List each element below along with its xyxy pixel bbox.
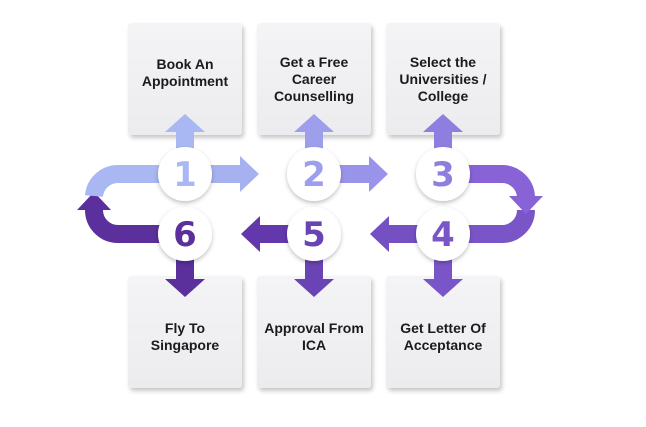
step-3-number: 3 (431, 155, 455, 195)
arrow-up-step-2 (294, 114, 334, 153)
step-6-circle: 6 (158, 207, 212, 261)
step-4-text-line-1: Get Letter Of (400, 320, 486, 336)
step-6-number: 6 (173, 215, 197, 255)
step-4-number: 4 (431, 215, 455, 255)
step-5-card: Approval From ICA (257, 276, 371, 388)
step-4-text-line-2: Acceptance (403, 337, 483, 353)
step-6-text-line-1: Fly To (164, 320, 206, 336)
arrow-up-step-1 (165, 114, 205, 153)
loop-right-arrowhead (509, 196, 543, 214)
step-4-card: Get Letter Of Acceptance (386, 276, 500, 388)
step-5-circle: 5 (287, 207, 341, 261)
step-2-text-line-3: Counselling (273, 88, 355, 104)
arrow-down-step-6 (165, 258, 205, 297)
step-3-text-line-1: Select the (409, 54, 477, 70)
step-4-circle: 4 (416, 207, 470, 261)
arrow-down-step-4 (423, 258, 463, 297)
step-3-text-line-3: College (417, 88, 469, 104)
arrow-left-5-to-6 (241, 216, 292, 252)
step-1-number: 1 (173, 155, 197, 195)
arrow-up-step-3 (423, 114, 463, 153)
step-5-text-line-1: Approval From (264, 320, 364, 336)
loop-left-6-to-1-upper (85, 164, 164, 198)
step-3-circle: 3 (416, 147, 470, 201)
step-1-circle: 1 (158, 147, 212, 201)
arrow-down-step-5 (294, 258, 334, 297)
step-1-text-line-2: Appointment (141, 73, 229, 89)
loop-left-arrowhead (77, 192, 111, 210)
step-3-text-line-2: Universities / (399, 71, 487, 87)
arrow-right-1-to-2 (208, 156, 259, 192)
step-2-number: 2 (302, 155, 326, 195)
loop-left-6-to-1-lower (85, 209, 164, 243)
step-5-number: 5 (302, 215, 326, 255)
step-6-text-line-2: Singapore (150, 337, 220, 353)
step-5-text-line-2: ICA (301, 337, 327, 353)
arrow-left-4-to-5 (370, 216, 421, 252)
step-2-circle: 2 (287, 147, 341, 201)
step-1-text-line-1: Book An (156, 56, 214, 72)
loop-right-3-to-4-lower (466, 209, 535, 243)
arrow-right-2-to-3 (337, 156, 388, 192)
step-2-text-line-1: Get a Free (279, 54, 349, 70)
step-2-card: Get a Free Career Counselling (257, 23, 371, 135)
step-2-text-line-2: Career (291, 71, 337, 87)
loop-right-3-to-4 (466, 165, 535, 199)
